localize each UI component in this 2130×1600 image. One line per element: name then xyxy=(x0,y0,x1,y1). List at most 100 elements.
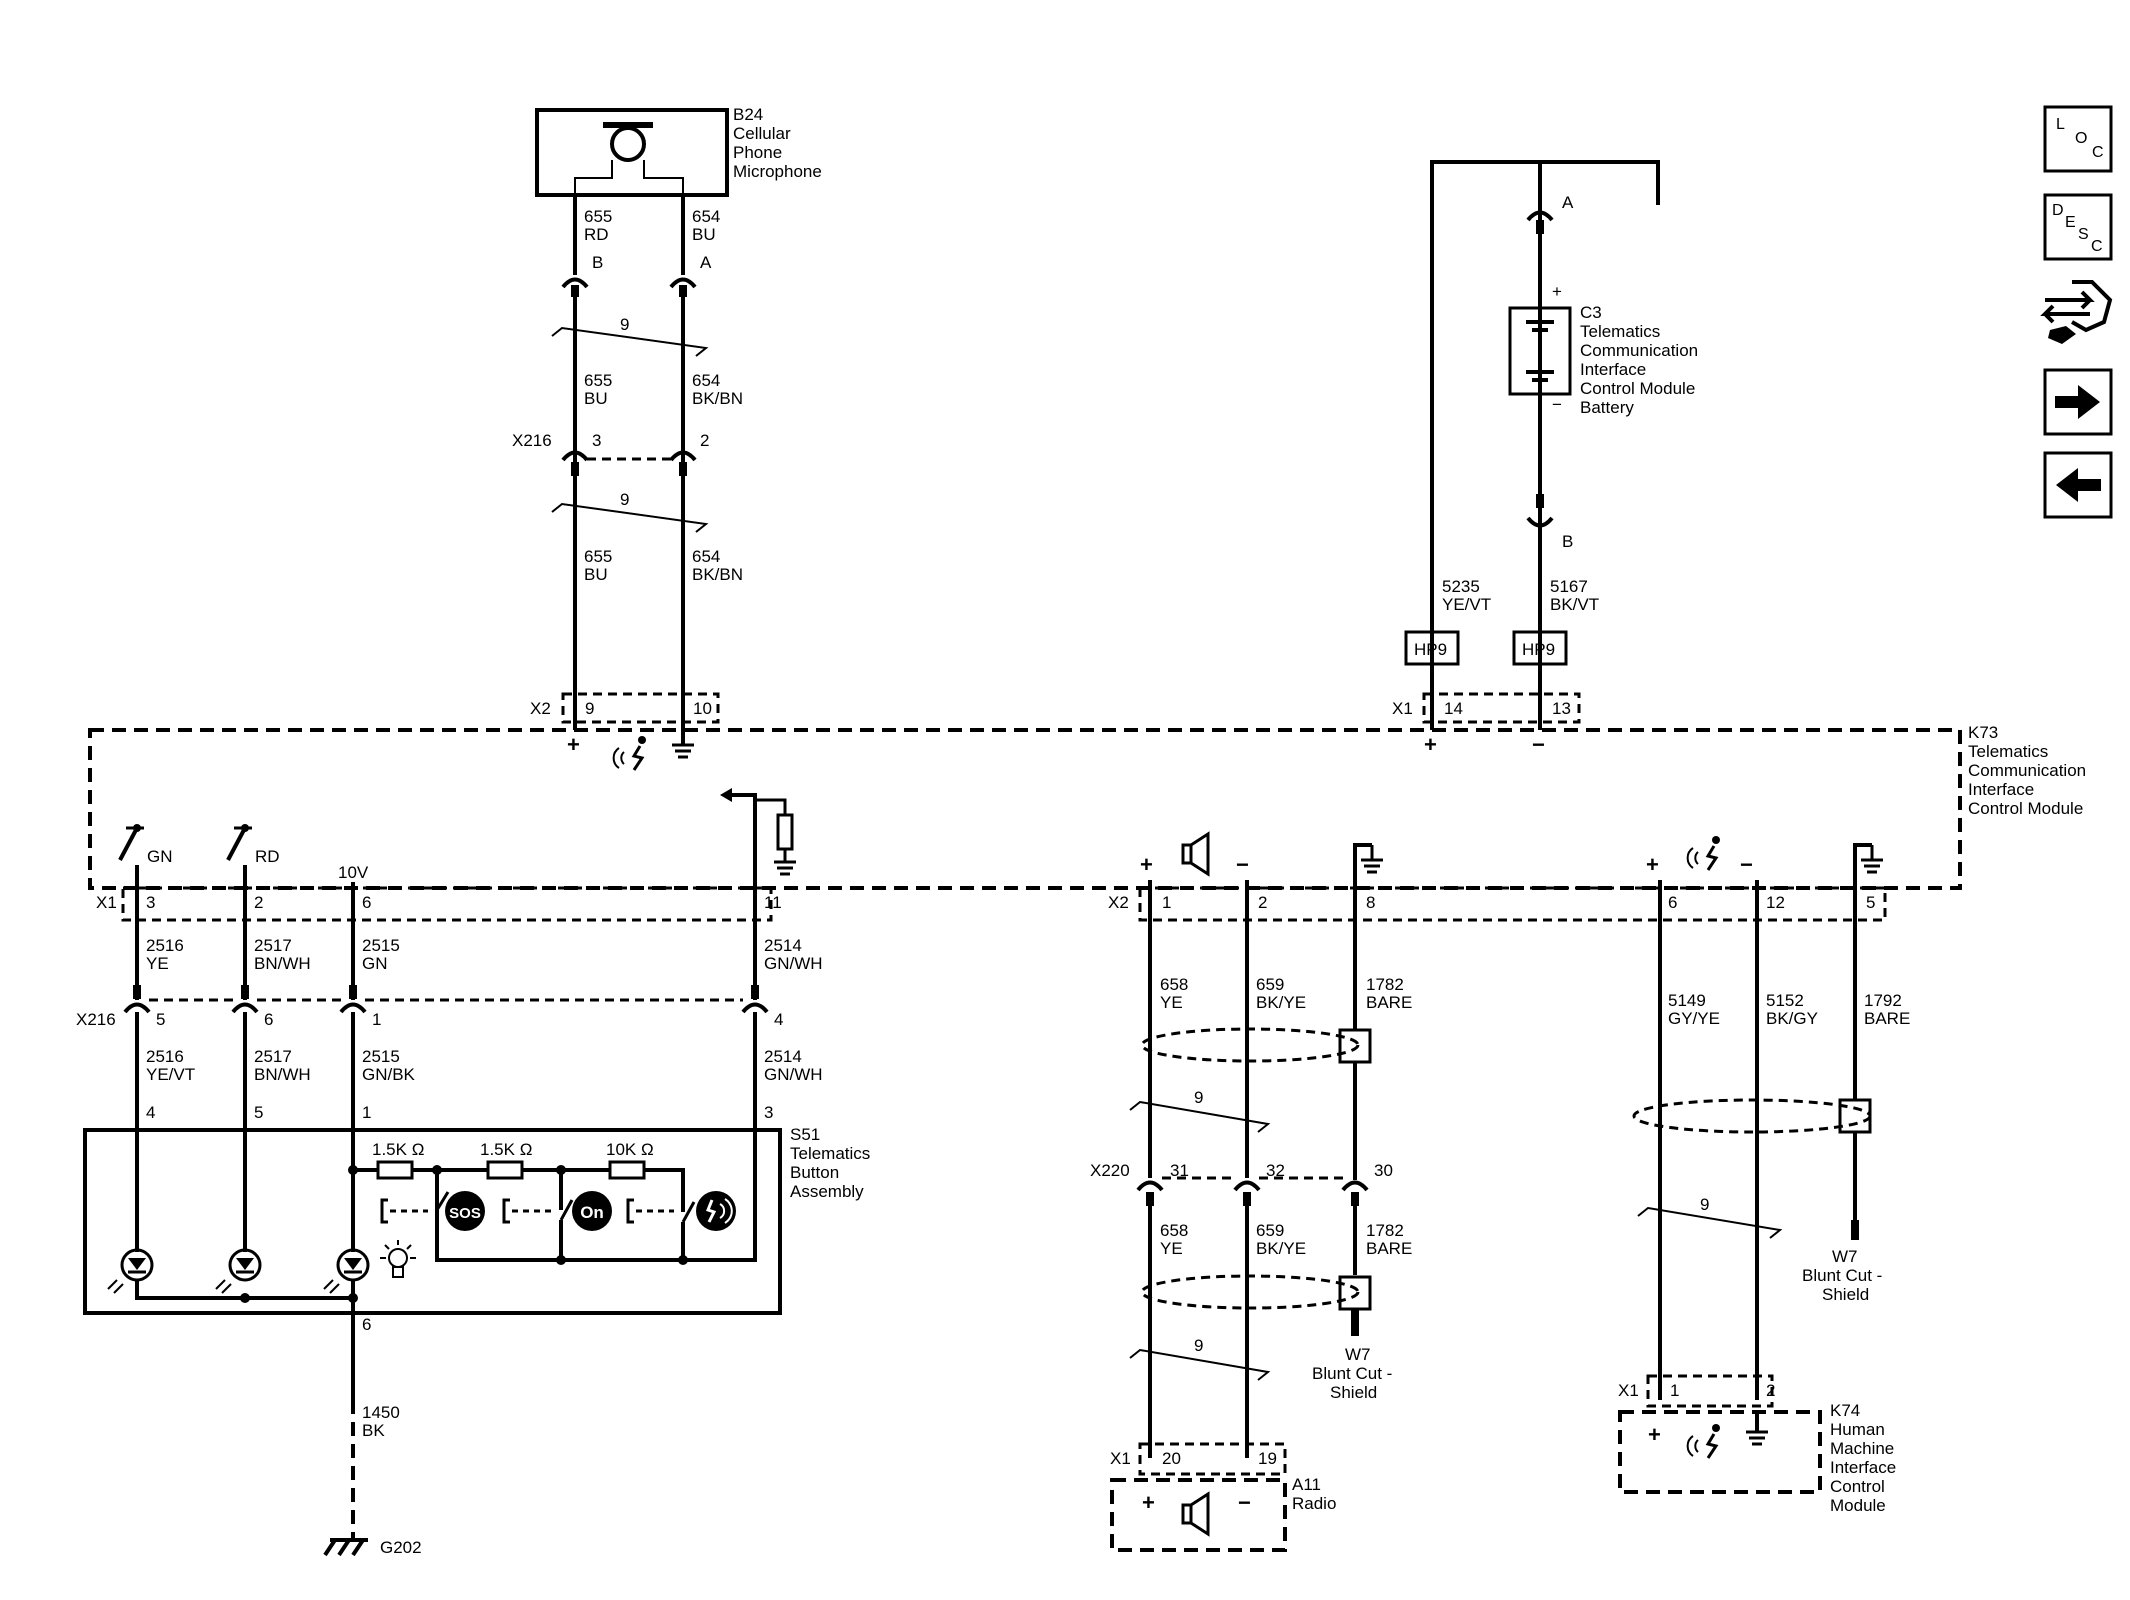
wire-2514-color-2: GN/WH xyxy=(764,1065,823,1084)
connector-x1-left: X1 xyxy=(96,893,117,912)
c3-label-1: Telematics xyxy=(1580,322,1660,341)
k74-label-5: Module xyxy=(1830,1496,1886,1515)
wire-1782-num: 1782 xyxy=(1366,975,1404,994)
c3-label-2: Communication xyxy=(1580,341,1698,360)
s51-label-3: Assembly xyxy=(790,1182,864,1201)
hmi-minus: − xyxy=(1740,852,1753,877)
wire-2517-num-2: 2517 xyxy=(254,1047,292,1066)
s51-harness: 2516 YE 2517 BN/WH 2515 GN 2514 GN/WH X2… xyxy=(76,900,823,1130)
pin-x220-30: 30 xyxy=(1374,1161,1393,1180)
back-arrow-button[interactable] xyxy=(2043,451,2113,519)
pin-c3-b: B xyxy=(1562,532,1573,551)
connector-pinout-icon[interactable] xyxy=(2040,280,2113,344)
k74-plus: + xyxy=(1648,1422,1661,1447)
wire-654-num: 654 xyxy=(692,207,720,226)
b24-label-1: Cellular xyxy=(733,124,791,143)
spk-plus: + xyxy=(1140,852,1153,877)
led-icon-1 xyxy=(107,1248,154,1294)
wire-2514-num-2: 2514 xyxy=(764,1047,802,1066)
loc-button[interactable]: L O C xyxy=(2043,105,2113,173)
connector-x2-right: X2 xyxy=(1108,893,1129,912)
onstar-button-icon: On xyxy=(572,1191,612,1231)
ground-icon-3 xyxy=(1861,845,1883,874)
pin-s51-5: 5 xyxy=(254,1103,263,1122)
switch-rd: RD xyxy=(255,847,280,866)
pin-x2-6: 6 xyxy=(1668,893,1677,912)
pin-x216-1: 1 xyxy=(372,1010,381,1029)
wire-654-num-3: 654 xyxy=(692,547,720,566)
microphone-icon-3 xyxy=(1686,1424,1720,1459)
connector-x1-top: X1 xyxy=(1392,699,1413,718)
c3-battery: A + − B C3 Telematics Communication Inte… xyxy=(1392,160,1698,757)
wire-655-color: RD xyxy=(584,225,609,244)
next-arrow-button[interactable] xyxy=(2043,368,2113,436)
wire-2516-num-2: 2516 xyxy=(146,1047,184,1066)
lamp-icon xyxy=(380,1240,416,1278)
radio-harness: 658 YE 659 BK/YE 1782 BARE 9 X220 31 32 … xyxy=(1090,880,1412,1552)
pin-x2-5: 5 xyxy=(1866,893,1875,912)
wire-655-num: 655 xyxy=(584,207,612,226)
pin-x220-31: 31 xyxy=(1170,1161,1189,1180)
pin-x2-9: 9 xyxy=(585,699,594,718)
led-icon-2 xyxy=(215,1248,262,1294)
resistor-3-value: 10K Ω xyxy=(606,1140,654,1159)
wire-655-num-2: 655 xyxy=(584,371,612,390)
c3-label-4: Control Module xyxy=(1580,379,1695,398)
label-10v: 10V xyxy=(338,863,369,882)
wire-2516-color-2: YE/VT xyxy=(146,1065,195,1084)
wire-658-num-2: 658 xyxy=(1160,1221,1188,1240)
w7-label-2: Shield xyxy=(1330,1383,1377,1402)
pin-x2-8: 8 xyxy=(1366,893,1375,912)
wire-654-color-3: BK/BN xyxy=(692,565,743,584)
ground-icon-2 xyxy=(1361,845,1383,874)
wire-654-color-2: BK/BN xyxy=(692,389,743,408)
wire-5149-color: GY/YE xyxy=(1668,1009,1720,1028)
wire-655-color-2: BU xyxy=(584,389,608,408)
pin-s51-4: 4 xyxy=(146,1103,155,1122)
pin-x2-1: 1 xyxy=(1162,893,1171,912)
desc-button[interactable]: D E S C xyxy=(2043,193,2113,261)
pin-x2-10: 10 xyxy=(693,699,712,718)
pin-x1-14: 14 xyxy=(1444,699,1463,718)
c3-label-3: Interface xyxy=(1580,360,1646,379)
pin-b24-b: B xyxy=(592,253,603,272)
wire-655-num-3: 655 xyxy=(584,547,612,566)
radio-plus: + xyxy=(1142,1490,1155,1515)
connector-x1-radio: X1 xyxy=(1110,1449,1131,1468)
wire-1782-num-2: 1782 xyxy=(1366,1221,1404,1240)
mic-plus: + xyxy=(567,732,580,757)
connector-x220: X220 xyxy=(1090,1161,1130,1180)
s51-label-1: Telematics xyxy=(790,1144,870,1163)
wire-5167-color: BK/VT xyxy=(1550,595,1599,614)
w7b-label-2: Shield xyxy=(1822,1285,1869,1304)
twist-count-2: 9 xyxy=(620,490,629,509)
wire-2515-color-2: GN/BK xyxy=(362,1065,416,1084)
c3-label-5: Battery xyxy=(1580,398,1634,417)
connector-x216-left: X216 xyxy=(76,1010,116,1029)
batt-minus: − xyxy=(1532,732,1545,757)
desc-c: C xyxy=(2091,238,2103,255)
pin-s51-3: 3 xyxy=(764,1103,773,1122)
ground-icon-4 xyxy=(1746,1410,1768,1446)
w7b-label-0: W7 xyxy=(1832,1247,1858,1266)
loc-c: C xyxy=(2092,144,2104,161)
wire-655-color-3: BU xyxy=(584,565,608,584)
b24-wiring: 655 RD 654 BU B A 9 655 BU 654 BK/BN X21… xyxy=(512,195,743,771)
k74-label-1: Human xyxy=(1830,1420,1885,1439)
wire-2515-color: GN xyxy=(362,954,388,973)
pin-a11-19: 19 xyxy=(1258,1449,1277,1468)
c3-label-0: C3 xyxy=(1580,303,1602,322)
w7-label-1: Blunt Cut - xyxy=(1312,1364,1392,1383)
wire-5149-num: 5149 xyxy=(1668,991,1706,1010)
wire-654-num-2: 654 xyxy=(692,371,720,390)
wire-659-color: BK/YE xyxy=(1256,993,1306,1012)
pin-x216-6: 6 xyxy=(264,1010,273,1029)
sos-button-icon: SOS xyxy=(445,1191,485,1231)
b24-label-2: Phone xyxy=(733,143,782,162)
wire-654-color: BU xyxy=(692,225,716,244)
wire-659-num: 659 xyxy=(1256,975,1284,994)
loc-l: L xyxy=(2056,116,2065,133)
wire-1792-color: BARE xyxy=(1864,1009,1910,1028)
pin-k74-2: 2 xyxy=(1766,1381,1775,1400)
